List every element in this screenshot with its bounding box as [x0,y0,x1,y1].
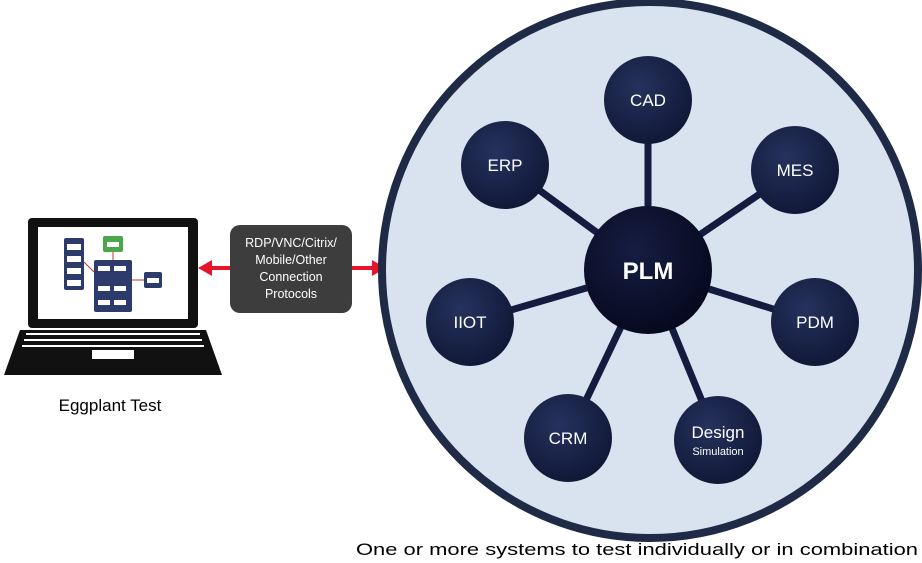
node-plm-hub: PLM [584,206,712,334]
node-mes: MES [751,126,839,214]
node-crm: CRM [524,394,612,482]
node-design: Design Simulation [674,396,762,484]
left-arrow-icon [198,260,230,276]
laptop-icon [4,218,222,375]
node-cad: CAD [604,56,692,144]
node-erp: ERP [461,121,549,209]
connection-line-1: RDP/VNC/Citrix/ [245,236,337,250]
node-pdm-label: PDM [796,313,834,332]
node-cad-label: CAD [630,91,666,110]
connection-protocols-box: RDP/VNC/Citrix/ Mobile/Other Connection … [230,225,352,313]
node-design-title: Design [692,423,745,442]
node-erp-label: ERP [488,156,523,175]
workflow-screen-icon [64,236,162,312]
laptop-caption: Eggplant Test [59,396,162,415]
connection-line-4: Protocols [265,287,317,301]
node-iiot: IIOT [426,278,514,366]
node-mes-label: MES [777,161,814,180]
connection-line-2: Mobile/Other [255,253,327,267]
node-crm-label: CRM [549,429,588,448]
node-design-subtitle: Simulation [692,446,743,458]
node-iiot-label: IIOT [453,313,486,332]
connection-line-3: Connection [259,270,322,284]
hub-label: PLM [623,258,674,285]
footer-caption: One or more systems to test individually… [356,540,918,559]
keyboard-icon [22,333,204,347]
node-pdm: PDM [771,278,859,366]
